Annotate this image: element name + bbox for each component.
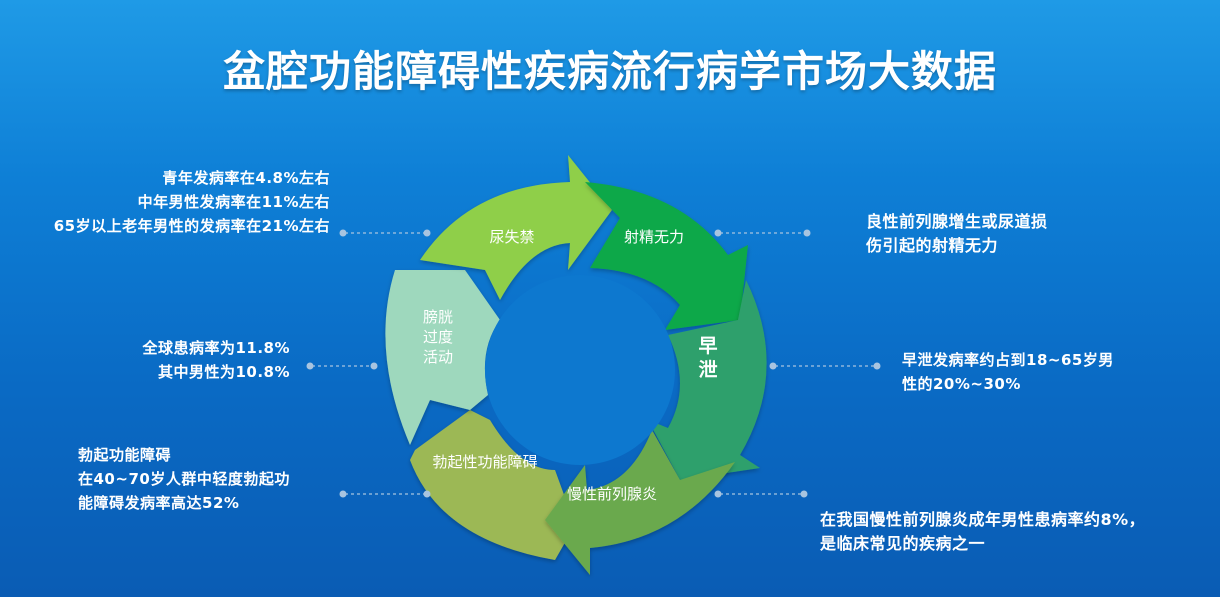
note-line: 伤引起的射精无力 <box>866 236 999 255</box>
segment-label-prostatitis: 慢性前列腺炎 <box>567 485 657 503</box>
segment-prostatitis <box>545 430 735 575</box>
cycle-center <box>485 275 675 465</box>
note-line: 在40~70岁人群中轻度勃起功 <box>78 470 290 488</box>
segment-premature <box>648 280 767 480</box>
note-line: 是临床常见的疾病之一 <box>820 534 986 553</box>
note-line: 在我国慢性前列腺炎成年男性患病率约8%， <box>820 510 1146 529</box>
note-incontinence: 青年发病率在4.8%左右 中年男性发病率在11%左右 65岁以上老年男性的发病率… <box>54 166 330 238</box>
page-title: 盆腔功能障碍性疾病流行病学市场大数据 <box>222 47 997 96</box>
connector-ed <box>339 490 431 498</box>
connector-premature <box>769 362 881 370</box>
segment-label-premature-2: 泄 <box>698 358 717 381</box>
segment-label-ejaculation-weak: 射精无力 <box>624 228 684 246</box>
connector-ejaculation-weak <box>714 229 811 237</box>
connector-bladder <box>306 362 378 370</box>
note-line: 全球患病率为11.8% <box>142 339 290 357</box>
note-line: 性的20%~30% <box>902 375 1021 393</box>
note-bladder: 全球患病率为11.8% 其中男性为10.8% <box>142 336 290 384</box>
connector-incontinence <box>339 229 431 237</box>
connector-prostatitis <box>714 490 808 498</box>
note-line: 65岁以上老年男性的发病率在21%左右 <box>53 217 330 235</box>
segment-label-ed: 勃起性功能障碍 <box>432 453 537 471</box>
segment-label-bladder-3: 活动 <box>423 348 453 366</box>
note-premature: 早泄发病率约占到18~65岁男 性的20%~30% <box>902 348 1114 396</box>
note-line: 中年男性发病率在11%左右 <box>137 193 330 211</box>
note-line: 青年发病率在4.8%左右 <box>162 169 330 187</box>
note-line: 能障碍发病率高达52% <box>78 494 240 512</box>
note-ejaculation-weak: 良性前列腺增生或尿道损 伤引起的射精无力 <box>866 210 1048 258</box>
note-ed: 勃起功能障碍 在40~70岁人群中轻度勃起功 能障碍发病率高达52% <box>78 443 290 515</box>
note-prostatitis: 在我国慢性前列腺炎成年男性患病率约8%， 是临床常见的疾病之一 <box>820 508 1145 556</box>
note-line: 其中男性为10.8% <box>157 363 290 381</box>
segment-ejaculation-weak <box>585 182 748 330</box>
segment-label-premature-1: 早 <box>698 335 717 357</box>
note-line: 良性前列腺增生或尿道损 <box>866 212 1048 231</box>
segment-ed <box>410 410 575 560</box>
segment-label-bladder-2: 过度 <box>423 328 453 346</box>
segment-bladder <box>385 270 500 445</box>
segment-label-incontinence: 尿失禁 <box>489 228 534 246</box>
segment-label-bladder-1: 膀胱 <box>423 308 453 326</box>
note-line: 早泄发病率约占到18~65岁男 <box>902 351 1114 369</box>
segment-incontinence <box>420 155 612 300</box>
note-line: 勃起功能障碍 <box>78 446 172 464</box>
